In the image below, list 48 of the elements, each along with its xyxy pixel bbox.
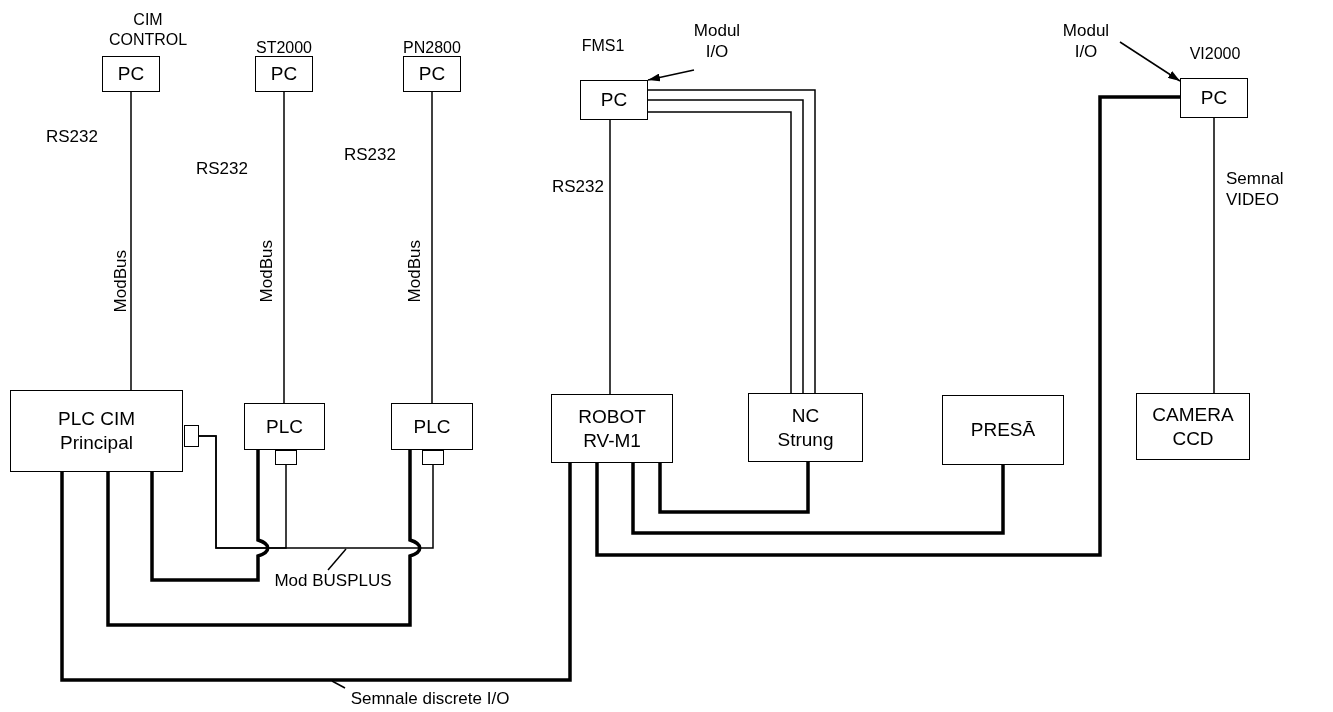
cable-line: [150, 450, 270, 582]
device-heading: CIM CONTROL: [108, 10, 188, 50]
edge-label: Semnal VIDEO: [1226, 168, 1285, 211]
cable-line: [595, 95, 1180, 557]
leader-line: [331, 680, 346, 689]
protocol-label: ModBus: [406, 240, 423, 303]
connector-line: [283, 91, 285, 404]
device-box: CAMERA CCD: [1136, 393, 1250, 460]
device-box: PC: [1180, 78, 1248, 118]
device-box: PRESĀ: [942, 395, 1064, 465]
cable-line: [106, 450, 421, 627]
device-box: PC: [580, 80, 648, 120]
device-box: PC: [255, 56, 313, 92]
device-box: PC: [102, 56, 160, 92]
leader-line: [327, 548, 347, 571]
cable-line: [60, 463, 572, 682]
connector-block: [422, 450, 444, 465]
device-box: PLC: [391, 403, 473, 450]
connector-line: [609, 119, 611, 395]
connector-line: [198, 435, 434, 549]
connector-block: [184, 425, 199, 447]
device-heading: ST2000: [254, 38, 313, 58]
device-box: PLC: [244, 403, 325, 450]
device-box: PC: [403, 56, 461, 92]
device-box: PLC CIM Principal: [10, 390, 183, 472]
device-heading: PN2800: [402, 38, 462, 58]
connector-line: [130, 91, 132, 391]
edge-label: RS232: [552, 176, 605, 198]
device-box: ROBOT RV-M1: [551, 394, 673, 463]
cable-line: [631, 463, 1005, 535]
device-box: NC Strung: [748, 393, 863, 462]
connector-line: [1213, 117, 1215, 394]
protocol-label: ModBus: [112, 250, 129, 313]
edge-label: RS232: [196, 158, 249, 180]
annotation-text: Modul I/O: [1052, 12, 1120, 70]
device-heading: VI2000: [1188, 44, 1242, 64]
edge-label: RS232: [344, 144, 397, 166]
device-heading: FMS1: [580, 36, 626, 56]
arrow: [1119, 41, 1181, 82]
cable-line: [658, 462, 810, 514]
annotation-text: Semnale discrete I/O: [335, 688, 525, 710]
annotation-text: Mod BUSPLUS: [268, 570, 398, 592]
annotation-text: Modul I/O: [686, 12, 748, 70]
connector-block: [275, 450, 297, 465]
protocol-label: ModBus: [258, 240, 275, 303]
edge-label: RS232: [46, 126, 99, 148]
arrow: [647, 69, 695, 82]
connector-line: [431, 91, 433, 404]
